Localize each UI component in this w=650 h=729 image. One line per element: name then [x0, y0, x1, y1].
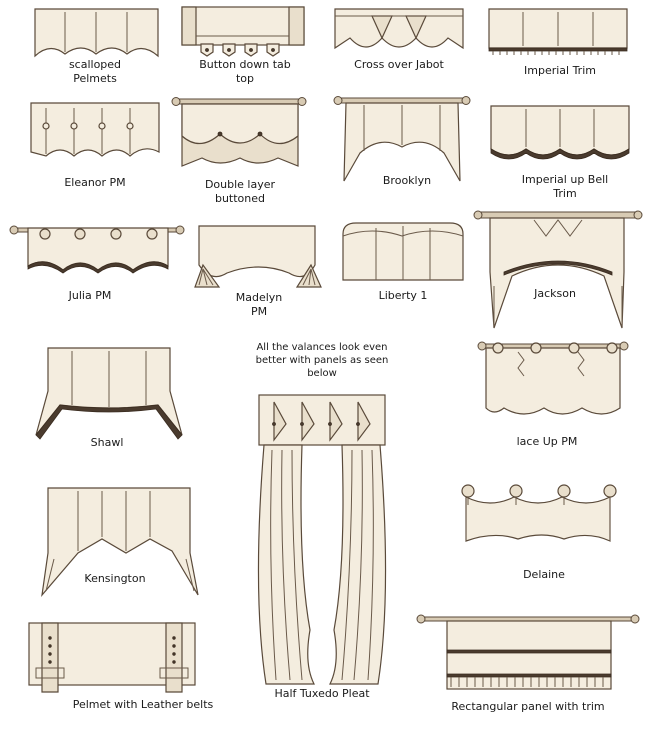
kensington-drawing	[41, 487, 199, 597]
double-layer-buttoned-label: Double layer buttoned	[204, 178, 276, 205]
delaine-label: Delaine	[523, 568, 565, 581]
imperial-trim-label: Imperial Trim	[524, 64, 596, 77]
button-down-tab-top-drawing	[181, 6, 305, 57]
valance-panels-note: All the valances look even better with p…	[255, 342, 389, 379]
brooklyn-drawing	[333, 96, 471, 182]
imperial-trim-drawing	[488, 8, 628, 55]
imperial-up-bell-trim-drawing	[490, 105, 630, 160]
shawl-drawing	[35, 347, 183, 440]
jackson-label: Jackson	[534, 287, 576, 300]
julia-pm-label: Julia PM	[68, 289, 112, 302]
pelmet-with-leather-belts-drawing	[28, 622, 196, 693]
button-down-tab-top-label: Button down tab top	[199, 58, 291, 85]
half-tuxedo-pleat-label: Half Tuxedo Pleat	[274, 687, 370, 700]
jackson-drawing	[473, 210, 643, 329]
pelmet-with-leather-belts-label: Pelmet with Leather belts	[72, 698, 214, 711]
rectangular-panel-with-trim-drawing	[416, 614, 640, 690]
double-layer-buttoned-drawing	[171, 97, 307, 167]
lace-up-pm-drawing	[477, 341, 629, 415]
rectangular-panel-with-trim-label: Rectangular panel with trim	[451, 700, 605, 713]
liberty-1-label: Liberty 1	[378, 289, 428, 302]
cross-over-jabot-drawing	[334, 8, 464, 50]
cross-over-jabot-label: Cross over Jabot	[354, 58, 444, 71]
half-tuxedo-pleat-drawing	[257, 394, 387, 685]
brooklyn-label: Brooklyn	[382, 174, 432, 187]
scalloped-pelmets-label: scalloped Pelmets	[68, 58, 122, 85]
scalloped-pelmets-drawing	[34, 8, 159, 58]
eleanor-pm-drawing	[30, 102, 160, 157]
kensington-label: Kensington	[84, 572, 146, 585]
madelyn-pm-label: Madelyn PM	[235, 291, 283, 318]
julia-pm-drawing	[9, 225, 185, 274]
madelyn-pm-drawing	[194, 225, 322, 288]
liberty-1-drawing	[342, 222, 464, 281]
delaine-drawing	[461, 484, 617, 542]
eleanor-pm-label: Eleanor PM	[64, 176, 126, 189]
lace-up-pm-label: lace Up PM	[516, 435, 578, 448]
imperial-up-bell-trim-label: Imperial up Bell Trim	[521, 173, 609, 200]
shawl-label: Shawl	[90, 436, 124, 449]
